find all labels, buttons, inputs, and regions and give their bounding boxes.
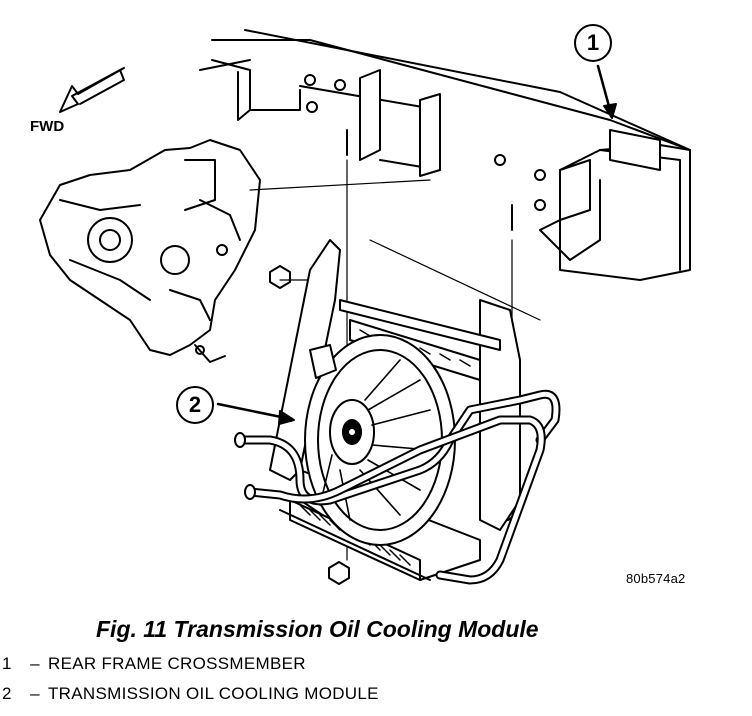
- legend-separator: –: [30, 684, 40, 703]
- drawing-code: 80b574a2: [626, 571, 686, 586]
- callout-2-arrowhead: [278, 410, 295, 425]
- legend-number: 2: [2, 684, 12, 703]
- callout-1: 1: [574, 24, 612, 62]
- legend-item: 1–REAR FRAME CROSSMEMBER: [2, 654, 306, 674]
- callout-2: 2: [176, 386, 214, 424]
- legend-text: TRANSMISSION OIL COOLING MODULE: [48, 684, 379, 703]
- mounting-bolts: [269, 74, 546, 585]
- callout-1-leader: [596, 64, 612, 112]
- exploded-view-illustration: FWD 1 2 80b574a2: [30, 24, 691, 586]
- line-drawing: [39, 29, 691, 585]
- figure-caption: Fig. 11 Transmission Oil Cooling Module: [96, 616, 539, 642]
- transaxle-assembly: [39, 139, 261, 363]
- cooler-lines: [234, 389, 561, 585]
- fwd-label: FWD: [30, 118, 65, 135]
- legend-text: REAR FRAME CROSSMEMBER: [48, 654, 306, 673]
- callout-2-leader: [216, 402, 288, 420]
- rear-frame-crossmember: [199, 29, 691, 281]
- fwd-arrow-icon: [59, 67, 125, 113]
- legend-separator: –: [30, 654, 40, 673]
- callout-1-arrowhead: [603, 103, 617, 119]
- legend-number: 1: [2, 654, 12, 673]
- legend-item: 2–TRANSMISSION OIL COOLING MODULE: [2, 684, 379, 704]
